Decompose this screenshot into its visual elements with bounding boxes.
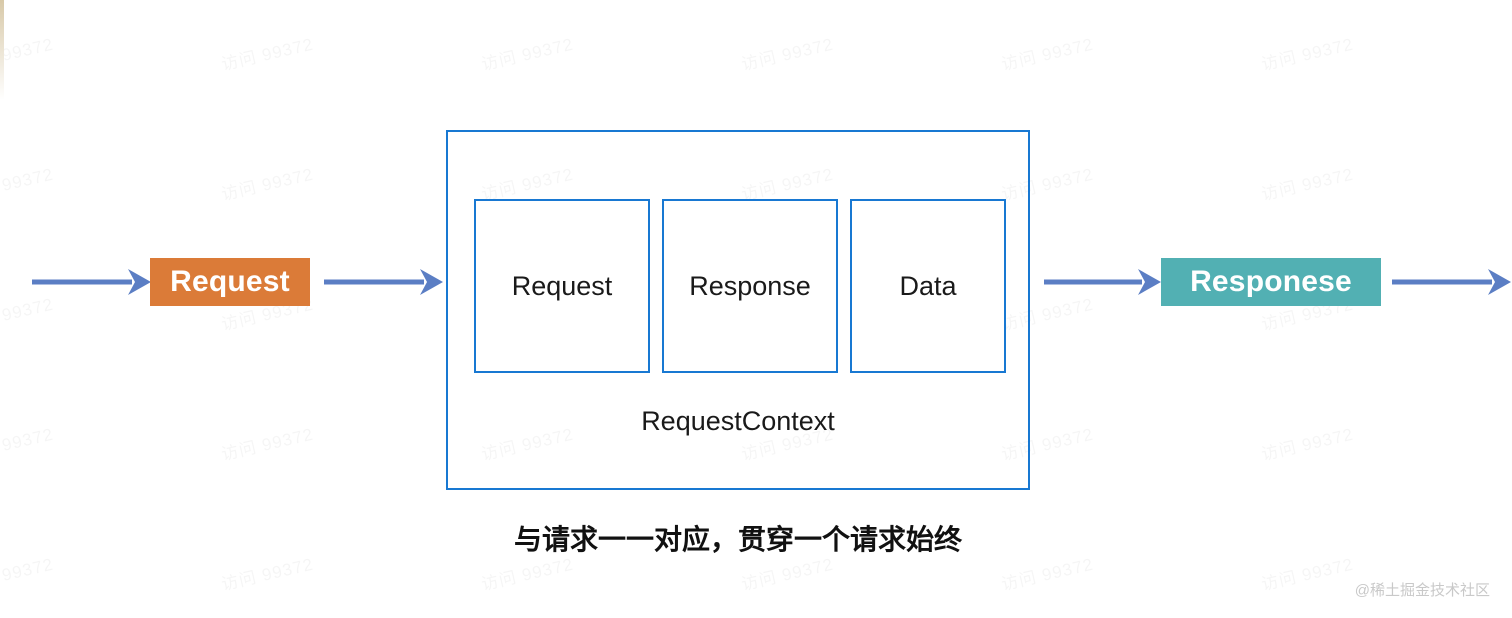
request-context-container: Request Response Data [446,130,1030,490]
context-to-response-arrow [1044,265,1162,299]
context-item-request-label: Request [511,270,613,301]
context-item-data-label: Data [899,270,957,301]
credit-watermark: @稀土掘金技术社区 [1354,582,1490,599]
response-output-box: Responese [1161,258,1381,306]
left-edge-accent-strip [0,0,4,100]
context-item-data: Data [850,199,1006,373]
request-context-label: RequestContext [641,406,835,436]
request-input-box-label: Request [170,265,290,298]
inbound-arrow [32,265,152,299]
context-item-response-label: Response [689,270,811,301]
context-item-response: Response [662,199,838,373]
request-to-context-arrow [324,265,444,299]
context-item-request: Request [474,199,650,373]
response-output-box-label: Responese [1190,265,1352,298]
diagram-caption: 与请求一一对应，贯穿一个请求始终 [513,524,962,555]
outbound-arrow [1392,265,1512,299]
request-input-box: Request [150,258,310,306]
